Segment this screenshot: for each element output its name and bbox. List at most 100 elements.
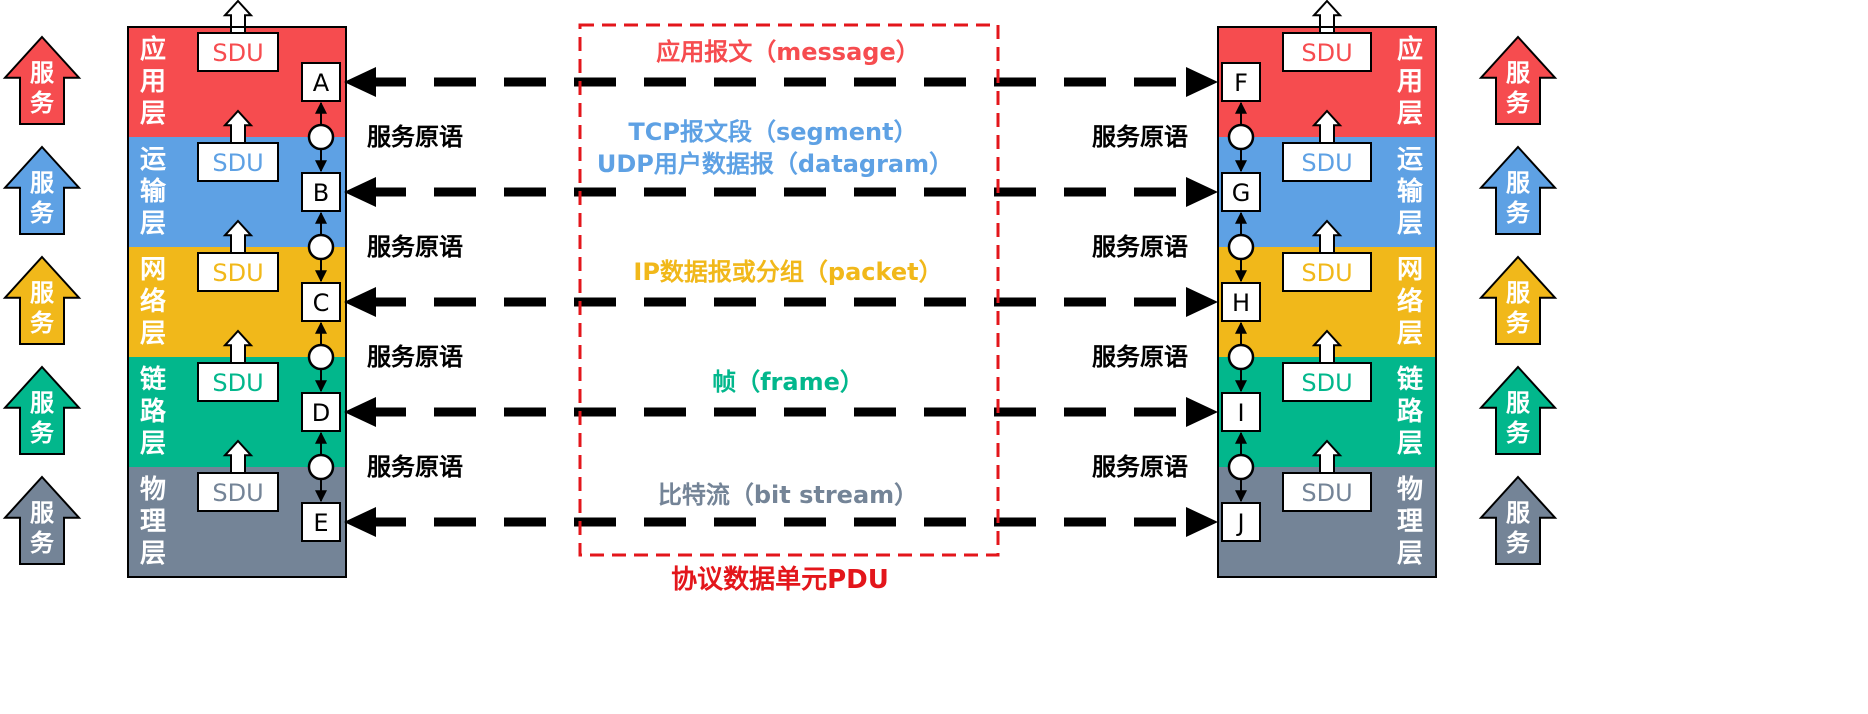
- pdu-caption: 协议数据单元PDU: [671, 565, 889, 595]
- peer-arrowhead-left: [344, 397, 376, 427]
- layer-name-right-char: 理: [1397, 507, 1423, 537]
- layer-name-right-char: 物: [1397, 475, 1423, 505]
- sdu-box-left: [197, 32, 279, 72]
- sap-label-left: D: [312, 399, 330, 427]
- layer-name-right-char: 层: [1397, 99, 1423, 129]
- service-arrow-left: [2, 475, 82, 565]
- service-arrow-right: [1478, 475, 1558, 565]
- layer-name-right-char: 运: [1397, 145, 1423, 175]
- service-label-left-char: 服: [30, 169, 55, 197]
- service-label-right-char: 服: [1506, 169, 1531, 197]
- peer-arrowhead-left: [344, 507, 376, 537]
- sap-label-right: I: [1237, 399, 1244, 427]
- layer-name-right-char: 路: [1397, 396, 1424, 427]
- sdu-label-right: SDU: [1301, 149, 1352, 177]
- service-label-right-char: 服: [1506, 279, 1531, 307]
- sap-label-right: F: [1234, 69, 1248, 97]
- peer-arrowhead-right: [1186, 177, 1218, 207]
- service-arrow-right: [1478, 255, 1558, 345]
- primitive-label-left: 服务原语: [367, 233, 463, 261]
- layer-name-right-char: 络: [1397, 286, 1423, 317]
- sap-label-left: B: [313, 179, 329, 207]
- service-access-circle-right: [1227, 343, 1255, 371]
- service-access-circle-right: [1227, 123, 1255, 151]
- sdu-box-right: [1282, 362, 1372, 402]
- service-label-left-char: 服: [30, 279, 55, 307]
- layer-name-left-char: 链: [140, 364, 166, 395]
- layer-name-left-char: 层: [140, 539, 166, 569]
- service-access-circle-right: [1227, 233, 1255, 261]
- layer-name-right-char: 输: [1397, 176, 1424, 207]
- sap-box-right: [1221, 172, 1261, 212]
- service-arrow-right: [1478, 35, 1558, 125]
- primitive-label-right: 服务原语: [1092, 453, 1188, 481]
- layer-name-right-char: 层: [1397, 209, 1423, 239]
- sdu-box-left: [197, 142, 279, 182]
- sap-box-right: [1221, 62, 1261, 102]
- layer-name-right-char: 层: [1397, 429, 1423, 459]
- sdu-label-left: SDU: [212, 369, 263, 397]
- layer-name-left-char: 络: [140, 286, 166, 317]
- sap-box-left: [301, 282, 341, 322]
- sap-label-right: G: [1232, 179, 1251, 207]
- sap-box-left: [301, 62, 341, 102]
- sdu-box-right: [1282, 252, 1372, 292]
- layer-name-right-char: 链: [1397, 364, 1423, 395]
- primitive-label-right: 服务原语: [1092, 123, 1188, 151]
- layer-name-left-char: 应: [140, 34, 166, 65]
- layer-name-left-char: 路: [140, 396, 167, 427]
- sdu-box-left: [197, 472, 279, 512]
- layer-name-left-char: 层: [140, 319, 166, 349]
- service-access-circle-left: [307, 343, 335, 371]
- peer-arrowhead-left: [344, 67, 376, 97]
- sdu-label-left: SDU: [212, 259, 263, 287]
- sdu-box-right: [1282, 142, 1372, 182]
- service-arrow-left: [2, 145, 82, 235]
- pdu-label: 帧（frame）: [712, 368, 864, 396]
- layer-name-left-char: 层: [140, 99, 166, 129]
- sdu-label-right: SDU: [1301, 39, 1352, 67]
- service-access-circle-right: [1227, 453, 1255, 481]
- layer-name-left-char: 理: [140, 507, 166, 537]
- service-arrow-left: [2, 35, 82, 125]
- service-label-right-char: 务: [1506, 89, 1531, 117]
- sap-label-left: C: [313, 289, 330, 317]
- layer-name-right-char: 网: [1397, 255, 1423, 285]
- sap-box-left: [301, 502, 341, 542]
- service-label-right-char: 务: [1506, 419, 1531, 447]
- layer-name-left-char: 输: [140, 176, 167, 207]
- sap-label-left: A: [313, 69, 330, 97]
- service-arrow-left: [2, 365, 82, 455]
- sdu-label-left: SDU: [212, 479, 263, 507]
- service-access-circle-left: [307, 453, 335, 481]
- service-label-left-char: 务: [30, 529, 55, 557]
- primitive-label-right: 服务原语: [1092, 343, 1188, 371]
- peer-arrowhead-right: [1186, 397, 1218, 427]
- pdu-dashed-box: [578, 23, 1000, 557]
- service-label-left-char: 服: [30, 499, 55, 527]
- primitive-label-left: 服务原语: [367, 343, 463, 371]
- layer-name-right-char: 层: [1397, 319, 1423, 349]
- sdu-label-left: SDU: [212, 39, 263, 67]
- peer-arrowhead-left: [344, 287, 376, 317]
- service-access-circle-left: [307, 123, 335, 151]
- sap-box-left: [301, 392, 341, 432]
- peer-arrowhead-right: [1186, 507, 1218, 537]
- service-label-left-char: 务: [30, 419, 55, 447]
- layer-name-left-char: 网: [140, 255, 166, 285]
- sap-label-left: E: [313, 509, 328, 537]
- sdu-label-left: SDU: [212, 149, 263, 177]
- sap-label-right: J: [1235, 509, 1244, 537]
- service-arrow-right: [1478, 145, 1558, 235]
- peer-arrowhead-right: [1186, 287, 1218, 317]
- service-label-left-char: 务: [30, 309, 55, 337]
- pdu-label-line2: UDP用户数据报（datagram）: [597, 150, 953, 178]
- right-stack-outline: [1217, 26, 1437, 578]
- pdu-label: 应用报文（message）: [656, 38, 920, 66]
- service-label-left-char: 务: [30, 199, 55, 227]
- pdu-label-line1: TCP报文段（segment）: [628, 118, 917, 146]
- sdu-box-right: [1282, 472, 1372, 512]
- sap-box-right: [1221, 392, 1261, 432]
- service-label-right-char: 服: [1506, 499, 1531, 527]
